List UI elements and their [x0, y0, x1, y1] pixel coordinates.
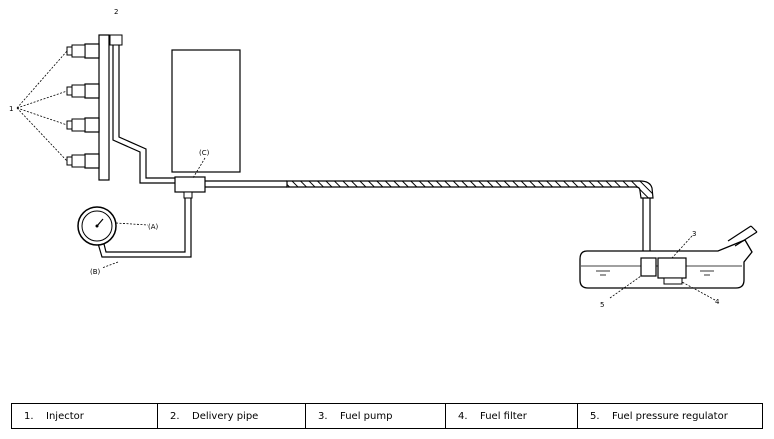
injector-4 [66, 153, 100, 169]
label-1: 1 [9, 105, 13, 113]
legend-label: Fuel filter [480, 410, 527, 422]
legend-label: Fuel pump [340, 410, 393, 422]
fuel-filter [663, 277, 683, 285]
label-2: 2 [114, 8, 118, 16]
tank-leader-lines [609, 235, 716, 301]
tee-leader-c [192, 157, 206, 179]
fuel-feed-line [205, 180, 287, 188]
fuel-pump [657, 257, 687, 279]
legend-item-fuel-pump: 3. Fuel pump [306, 404, 446, 428]
label-a: (A) [148, 223, 159, 231]
legend-item-fuel-pressure-regulator: 5. Fuel pressure regulator [578, 404, 762, 428]
legend-item-injector: 1. Injector [12, 404, 158, 428]
legend-item-fuel-filter: 4. Fuel filter [446, 404, 578, 428]
legend-label: Delivery pipe [192, 410, 259, 422]
engine-block [171, 49, 241, 173]
gauge-line [96, 198, 192, 258]
delivery-supply-pipe [112, 45, 175, 184]
label-b: (B) [90, 268, 101, 276]
legend-number: 5. [590, 410, 600, 422]
label-4: 4 [715, 298, 720, 306]
fuel-pressure-regulator [640, 257, 657, 277]
legend-label: Injector [46, 410, 84, 422]
legend-number: 3. [318, 410, 328, 422]
delivery-pipe [98, 34, 123, 181]
legend-number: 1. [24, 410, 34, 422]
injector-2 [66, 83, 100, 99]
injector-1 [66, 43, 100, 59]
legend-item-delivery-pipe: 2. Delivery pipe [158, 404, 306, 428]
fuel-hose [286, 180, 654, 199]
legend-label: Fuel pressure regulator [612, 410, 728, 422]
gauge-leader-a [115, 222, 149, 226]
label-3: 3 [692, 230, 696, 238]
pressure-gauge [77, 206, 117, 246]
gauge-leader-b [101, 261, 119, 269]
injector-leader-lines [16, 50, 68, 162]
injector-3 [66, 117, 100, 133]
label-c: (C) [199, 149, 210, 157]
legend-number: 4. [458, 410, 468, 422]
legend-table: 1. Injector 2. Delivery pipe 3. Fuel pum… [11, 403, 763, 429]
legend-number: 2. [170, 410, 180, 422]
tee-joint [174, 176, 206, 199]
label-5: 5 [600, 301, 604, 309]
fuel-system-diagram: 2 1 (C) (A) (B) 3 5 4 [9, 8, 758, 309]
